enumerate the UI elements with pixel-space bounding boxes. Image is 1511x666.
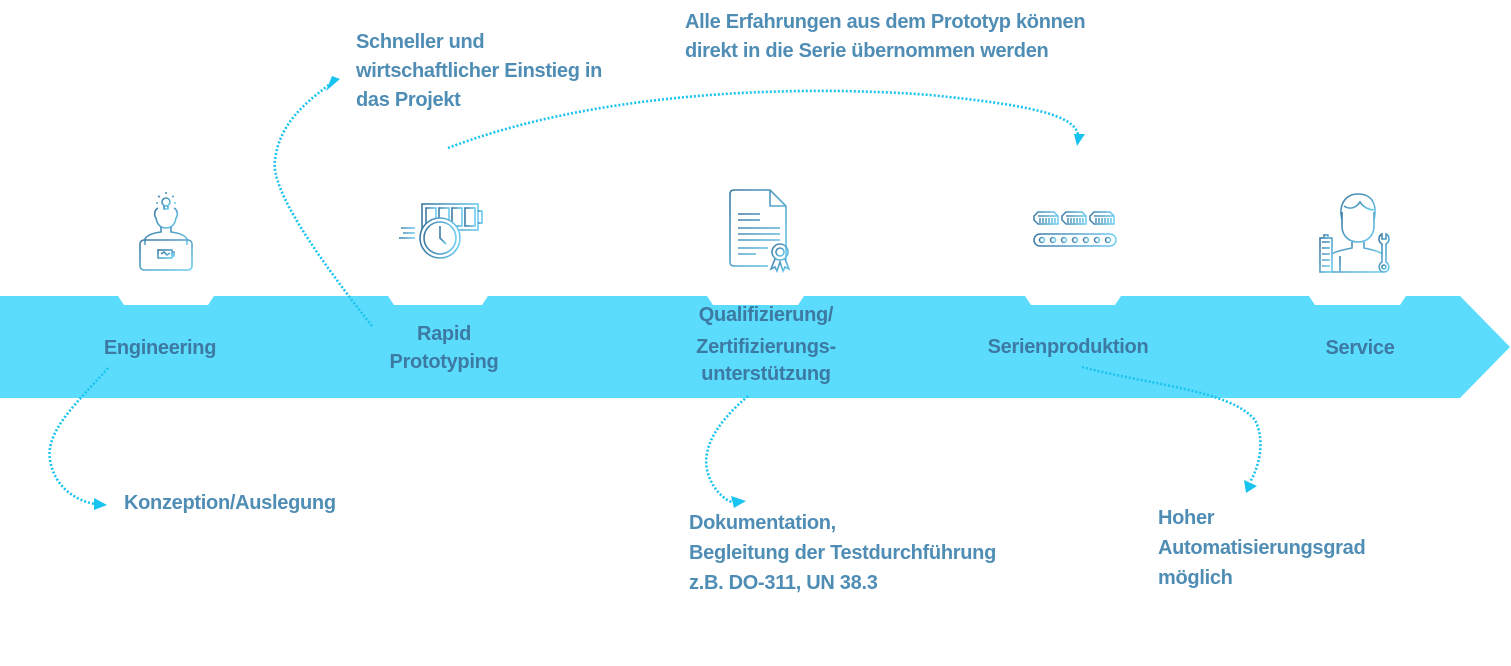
annotation-line: Konzeption/Auslegung [124, 492, 336, 514]
stage-label-line: Engineering [103, 337, 217, 359]
stage-rapid-prototyping: Rapid Prototyping [344, 320, 544, 376]
stage-label-line: unterstützung [701, 363, 831, 385]
arrowhead-icon [731, 496, 746, 508]
process-arrow-shape [0, 296, 1510, 398]
arrow-rapid-to-einstieg [273, 82, 374, 327]
stage-label-line: Serienproduktion [987, 336, 1149, 358]
annotation-line: möglich [1158, 567, 1233, 589]
arrow-qualifizierung-to-dokumentation [704, 395, 749, 504]
stage-service: Service [1290, 334, 1430, 362]
annotation-erfahrungen: Alle Erfahrungen aus dem Prototyp können… [685, 8, 1086, 66]
stage-label-line: Zertifizierungs- [696, 336, 836, 358]
annotation-line: Alle Erfahrungen aus dem Prototyp können [685, 11, 1086, 33]
conveyor-belt-icon [1033, 211, 1117, 247]
annotation-line: direkt in die Serie übernommen werden [685, 40, 1049, 62]
annotation-line: Hoher [1158, 507, 1215, 529]
stage-label-line: Qualifizierung/ [698, 304, 834, 326]
stage-label-line: Service [1325, 337, 1395, 359]
stage-label-line: Prototyping [389, 351, 499, 373]
engineer-laptop-icon [139, 192, 193, 274]
stage-label-line: Rapid [416, 323, 472, 345]
annotation-dokumentation: Dokumentation, Begleitung der Testdurchf… [689, 508, 996, 598]
arrow-engineering-to-konzeption [48, 367, 109, 506]
technician-wrench-icon [1319, 193, 1390, 273]
stage-qualifizierung: Qualifizierung/ Zertifizierungs- unterst… [666, 300, 866, 386]
annotation-line: wirtschaftlicher Einstieg in [356, 60, 603, 82]
stage-engineering: Engineering [60, 334, 260, 362]
annotation-einstieg: Schneller und wirtschaftlicher Einstieg … [356, 28, 602, 115]
arrowhead-icon [1074, 134, 1085, 146]
annotation-konzeption: Konzeption/Auslegung [124, 489, 336, 518]
annotation-line: Begleitung der Testdurchführung [689, 542, 996, 564]
arrowhead-icon [1244, 480, 1257, 493]
annotation-line: Schneller und [356, 31, 485, 53]
annotation-line: das Projekt [356, 89, 461, 111]
certificate-document-icon [729, 189, 791, 274]
arrowhead-icon [326, 76, 340, 91]
arrow-prototyp-to-serie [447, 89, 1080, 150]
stage-serienproduktion: Serienproduktion [968, 333, 1168, 361]
clock-battery-icon [399, 203, 483, 259]
annotation-line: z.B. DO-311, UN 38.3 [689, 572, 878, 594]
annotation-line: Automatisierungsgrad [1158, 537, 1366, 559]
annotation-automatisierung: Hoher Automatisierungsgrad möglich [1158, 503, 1366, 593]
arrow-serie-to-automatisierung [1081, 365, 1262, 483]
arrowhead-icon [94, 498, 107, 510]
annotation-line: Dokumentation, [689, 512, 836, 534]
